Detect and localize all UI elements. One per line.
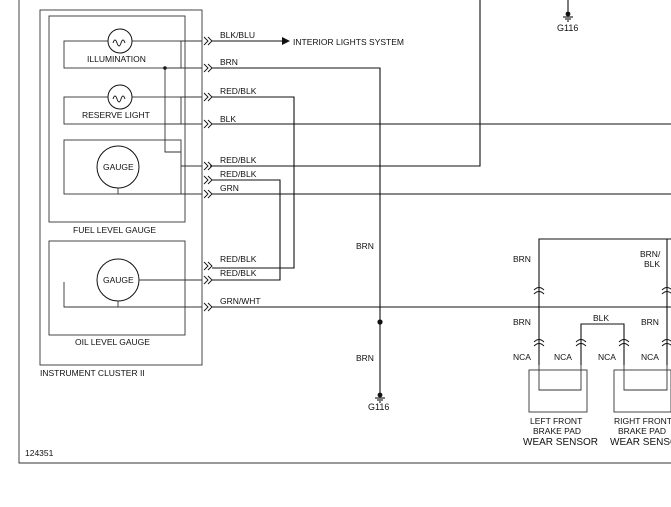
arrow-interior-lights	[282, 37, 290, 45]
wire-label-red-blk-4: RED/BLK	[220, 254, 257, 264]
instrument-cluster-box	[39, 9, 203, 366]
wire-label-grn-wht: GRN/WHT	[220, 296, 261, 306]
nca-label-1: NCA	[513, 352, 531, 362]
wire-label-blk: BLK	[220, 114, 236, 124]
nca-label-4: NCA	[641, 352, 659, 362]
diagram-id: 124351	[25, 448, 54, 458]
ground-symbol-top	[563, 0, 573, 22]
interior-lights-label: INTERIOR LIGHTS SYSTEM	[293, 37, 404, 47]
gauge-grn-internal	[117, 188, 202, 195]
oil-level-gauge-box	[48, 240, 186, 336]
page-frame	[18, 0, 671, 464]
sensor-label-blk-suffix: BLK	[644, 259, 660, 269]
ground-label-bottom: G116	[368, 402, 389, 412]
wire-brn-top	[212, 67, 381, 395]
right-sensor-line1: RIGHT FRONT	[614, 416, 671, 426]
left-sensor-box	[528, 369, 588, 413]
cluster-bus	[164, 68, 181, 153]
left-sensor-line2: BRAKE PAD	[533, 426, 581, 436]
connector-chevrons	[203, 36, 213, 312]
wire-label-brn-top: BRN	[220, 57, 238, 67]
ground-symbol-bottom	[375, 392, 385, 403]
right-sensor-loop	[623, 365, 668, 391]
illumination-bulb-icon	[107, 28, 133, 54]
wire-label-brn-lower: BRN	[356, 353, 374, 363]
wire-label-grn: GRN	[220, 183, 239, 193]
sensor-label-blk: BLK	[593, 313, 609, 323]
illumination-label: ILLUMINATION	[87, 54, 146, 64]
fuel-level-gauge-box	[48, 15, 186, 223]
wire-label-red-blk-2: RED/BLK	[220, 155, 257, 165]
oil-grn-internal	[117, 301, 202, 308]
wire-red-blk-3	[212, 179, 281, 281]
fuel-gauge-label: GAUGE	[103, 162, 134, 172]
right-sensor-line2: BRAKE PAD	[618, 426, 666, 436]
right-sensor-line3: WEAR SENSOR	[610, 437, 671, 448]
wire-label-red-blk-5: RED/BLK	[220, 268, 257, 278]
sensor-label-brn-left-lower: BRN	[513, 317, 531, 327]
nca-label-3: NCA	[598, 352, 616, 362]
reserve-light-bulb-icon	[107, 84, 133, 110]
wire-label-red-blk-3: RED/BLK	[220, 169, 257, 179]
oil-level-gauge-label: OIL LEVEL GAUGE	[75, 337, 150, 347]
left-sensor-line1: LEFT FRONT	[530, 416, 582, 426]
sensor-connector-caps	[533, 287, 671, 347]
sensor-supply-wire	[538, 238, 671, 365]
wire-label-brn-upper: BRN	[356, 241, 374, 251]
sensor-blk-bridge	[580, 323, 625, 365]
nca-label-2: NCA	[554, 352, 572, 362]
wire-label-red-blk-1: RED/BLK	[220, 86, 257, 96]
oil-gauge-label: GAUGE	[103, 275, 134, 285]
feed-wire-right	[210, 0, 481, 167]
left-sensor-line3: WEAR SENSOR	[523, 437, 598, 448]
instrument-cluster-title: INSTRUMENT CLUSTER II	[40, 368, 145, 378]
fuel-level-gauge-label: FUEL LEVEL GAUGE	[73, 225, 156, 235]
wire-label-blk-blu: BLK/BLU	[220, 30, 255, 40]
right-sensor-box	[613, 369, 671, 413]
ground-label-top: G116	[557, 23, 578, 33]
sensor-label-brn-blk: BRN/	[640, 249, 661, 259]
wire-red-blk-1	[212, 96, 295, 269]
splice-node	[377, 319, 383, 325]
sensor-label-brn-left-upper: BRN	[513, 254, 531, 264]
left-sensor-loop	[538, 365, 582, 391]
sensor-label-brn-right-lower: BRN	[641, 317, 659, 327]
reserve-light-label: RESERVE LIGHT	[82, 110, 150, 120]
